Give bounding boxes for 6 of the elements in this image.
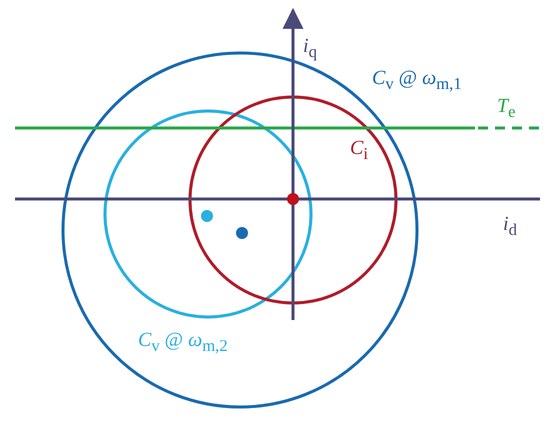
axis-label: i$_{d}$ xyxy=(503,214,517,239)
curve-label: C$_{i}$ xyxy=(350,138,368,163)
curve-label: T$_{e}$ xyxy=(497,96,516,121)
curve-label: C$_{v}$ @ ω$_{m,2}$ xyxy=(138,330,228,355)
axis-label: i$_{q}$ xyxy=(303,36,317,61)
curve-label: C$_{v}$ @ ω$_{m,1}$ xyxy=(372,68,462,93)
